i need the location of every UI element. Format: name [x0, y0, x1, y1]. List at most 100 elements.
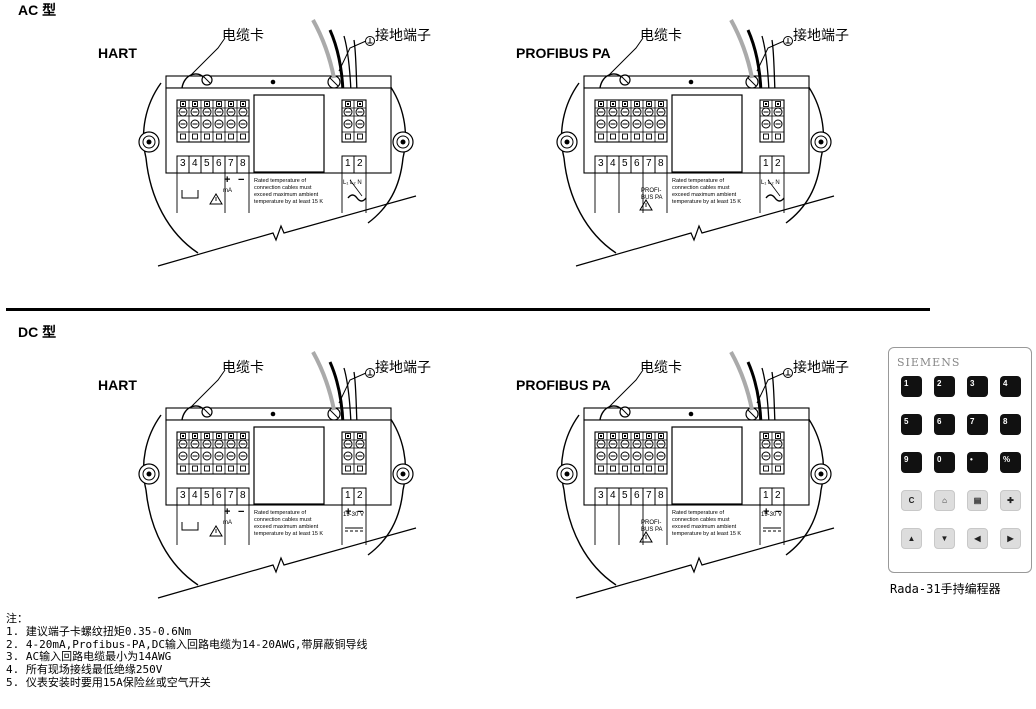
terminal-clamp-hole: [182, 435, 184, 437]
terminal-clamp-hole: [194, 435, 196, 437]
key-4-1: ▼: [934, 528, 955, 549]
cable-clamp-callout: 电缆卡: [222, 28, 264, 44]
cable-clamp-callout: 电缆卡: [640, 360, 682, 376]
ground-terminal-callout: 接地端子: [793, 28, 849, 44]
terminal-clamp-hole: [218, 435, 220, 437]
terminal-clamp-lower: [228, 465, 234, 472]
rated-text-line: Rated temperature of: [254, 178, 306, 184]
key-0-0: 1: [901, 376, 922, 397]
terminal-clamp-lower: [228, 133, 234, 140]
wiring-panel-1: HART 电缆卡 接地端子: [98, 8, 431, 267]
terminal-clamp-lower: [646, 465, 652, 472]
power-terminal-number: 1: [345, 158, 351, 169]
arrow-left-key-icon: ◀: [974, 534, 981, 543]
terminal-clamp-hole: [230, 103, 232, 105]
wiring-panel-4: PROFIBUS PA 电缆卡 接地端子: [516, 340, 849, 599]
rated-text-line: exceed maximum ambient: [254, 192, 319, 198]
terminal-number: 6: [216, 490, 222, 501]
terminal-number: 3: [598, 158, 604, 169]
ground-terminal-callout: 接地端子: [375, 360, 431, 376]
terminal-number: 8: [240, 158, 246, 169]
rated-text-line: temperature by at least 15 K: [672, 199, 742, 205]
terminal-clamp-lower: [763, 133, 769, 140]
terminal-clamp-hole: [636, 435, 638, 437]
key-4-3: ▶: [1000, 528, 1021, 549]
terminal-number: 7: [228, 158, 234, 169]
brand-logo: SIEMENS: [897, 356, 961, 369]
terminal-clamp-lower: [634, 465, 640, 472]
protocol-title: HART: [98, 377, 137, 393]
note-item-1: 1. 建议端子卡螺纹扭矩0.35-0.6Nm: [6, 624, 192, 638]
terminal-clamp-hole: [624, 435, 626, 437]
terminal-clamp-lower: [192, 465, 198, 472]
terminal-clamp-lower: [610, 133, 616, 140]
terminal-clamp-lower: [622, 133, 628, 140]
terminal-number: 7: [646, 158, 652, 169]
terminal-number: 8: [658, 158, 664, 169]
terminal-clamp-hole: [359, 103, 361, 105]
output-label: PROFI-BUS PA: [641, 188, 663, 201]
terminal-clamp-lower: [775, 133, 781, 140]
terminal-clamp-lower: [775, 465, 781, 472]
terminal-clamp-hole: [218, 103, 220, 105]
rated-text-line: exceed maximum ambient: [672, 524, 737, 530]
terminal-number: 7: [228, 490, 234, 501]
terminal-number: 6: [634, 490, 640, 501]
terminal-clamp-lower: [240, 465, 246, 472]
power-terminal-number: 2: [357, 158, 363, 169]
protocol-title: HART: [98, 45, 137, 61]
key-0-3: 4: [1000, 376, 1021, 397]
plus-sign-power: +: [763, 506, 770, 518]
rated-text-line: Rated temperature of: [254, 510, 306, 516]
rated-text-line: temperature by at least 15 K: [254, 199, 324, 205]
rated-text-line: exceed maximum ambient: [254, 524, 319, 530]
power-terminal-number: 2: [775, 490, 781, 501]
rated-text-line: temperature by at least 15 K: [672, 531, 742, 537]
terminal-diagram: [556, 19, 835, 267]
terminal-clamp-hole: [359, 435, 361, 437]
terminal-diagram: [556, 351, 835, 599]
key-label: 7: [970, 417, 975, 426]
terminal-clamp-hole: [182, 103, 184, 105]
note-item-3: 3. AC输入回路电缆最小为14AWG: [6, 650, 172, 664]
key-0-1: 2: [934, 376, 955, 397]
power-note: L₁ L₂ N: [761, 180, 780, 186]
terminal-clamp-hole: [600, 435, 602, 437]
terminal-clamp-lower: [345, 133, 351, 140]
key-label: 2: [937, 379, 942, 388]
key-3-3: ✚: [1000, 490, 1021, 511]
arrow-up-key-icon: ▲: [907, 534, 916, 543]
terminal-clamp-hole: [777, 103, 779, 105]
terminal-number: 8: [658, 490, 664, 501]
terminal-clamp-lower: [658, 465, 664, 472]
notes-heading: 注：: [6, 612, 28, 625]
output-label: PROFI-BUS PA: [641, 520, 663, 533]
key-label: 4: [1003, 379, 1008, 388]
terminal-number: 6: [634, 158, 640, 169]
arrow-down-key-icon: ▼: [940, 534, 949, 543]
terminal-clamp-lower: [598, 465, 604, 472]
terminal-number: 5: [622, 158, 628, 169]
key-label: 3: [970, 379, 975, 388]
terminal-number: 3: [180, 490, 186, 501]
terminal-clamp-hole: [660, 103, 662, 105]
terminal-clamp-lower: [192, 133, 198, 140]
terminal-clamp-hole: [765, 103, 767, 105]
key-0-2: 3: [967, 376, 988, 397]
terminal-number: 5: [204, 490, 210, 501]
key-label: 8: [1003, 417, 1008, 426]
terminal-clamp-hole: [347, 435, 349, 437]
key-4-0: ▲: [901, 528, 922, 549]
plus-sign: +: [224, 174, 231, 186]
key-2-3: %: [1000, 452, 1021, 473]
wiring-panel-2: PROFIBUS PA 电缆卡 接地端子: [516, 8, 849, 267]
terminal-number: 6: [216, 158, 222, 169]
rated-text-line: connection cables must: [672, 185, 730, 191]
terminal-clamp-hole: [624, 103, 626, 105]
rated-text-line: Rated temperature of: [672, 510, 724, 516]
key-1-1: 6: [934, 414, 955, 435]
key-label: 0: [937, 455, 942, 464]
